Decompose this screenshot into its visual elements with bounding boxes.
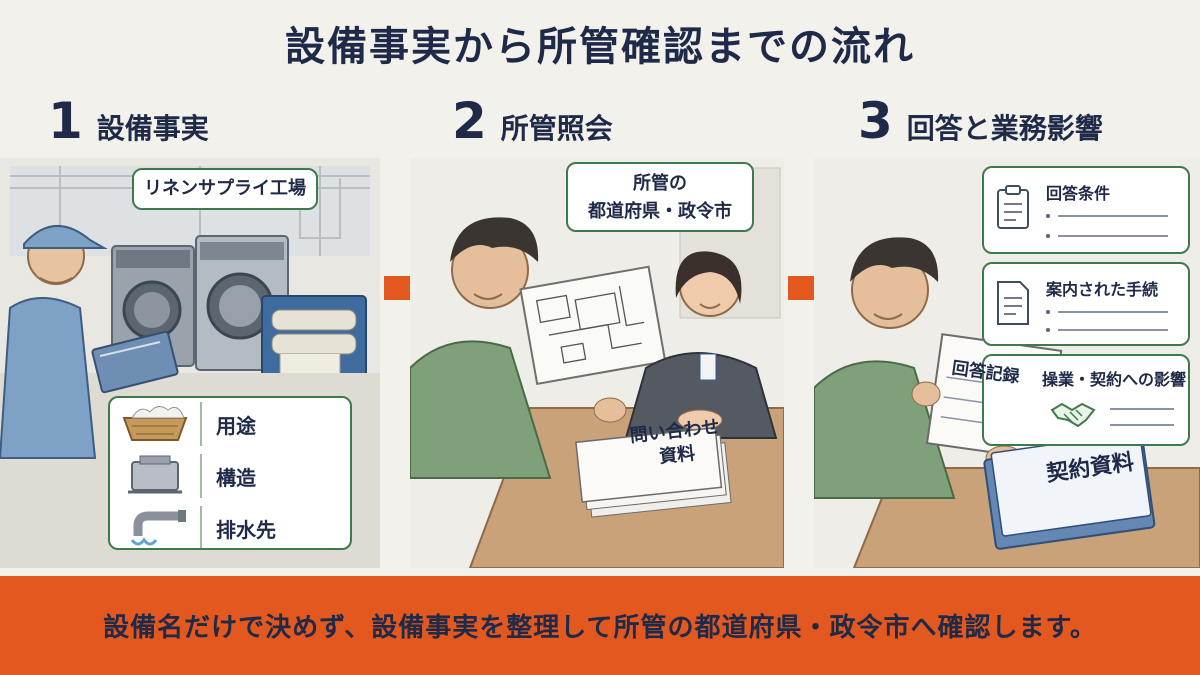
- factory-label-callout: リネンサプライ工場: [132, 168, 318, 210]
- step-1-label: 設備事実: [96, 112, 209, 145]
- step-2-header: 2 所管照会: [452, 96, 613, 147]
- answer-condition-card: 回答条件: [982, 166, 1190, 254]
- fact-row-usage: 用途: [110, 398, 350, 450]
- procedure-title: 案内された手続: [1046, 280, 1159, 299]
- step-3-panel: 回答条件 案内された手続 操業・契約への影響 回答記録 契約資料: [814, 158, 1200, 568]
- machine-box-icon: [110, 450, 200, 502]
- answer-condition-title: 回答条件: [1046, 184, 1111, 203]
- business-impact-card: 操業・契約への影響: [982, 354, 1190, 446]
- jurisdiction-line-1: 所管の: [633, 173, 687, 194]
- step-2-label: 所管照会: [500, 112, 613, 145]
- fact-label-drain: 排水先: [216, 517, 276, 542]
- fact-row-drain: 排水先: [110, 502, 350, 554]
- step-1-panel: リネンサプライ工場 用途 構造: [0, 158, 380, 568]
- summary-banner: 設備名だけで決めず、設備事実を整理して所管の都道府県・政令市へ確認します。: [0, 576, 1200, 675]
- step-2-number: 2: [452, 92, 487, 150]
- page-title: 設備事実から所管確認までの流れ: [285, 24, 915, 70]
- drain-pipe-icon: [110, 502, 200, 554]
- consultation-illustration: [410, 158, 784, 568]
- step-3-header: 3 回答と業務影響: [858, 96, 1103, 147]
- fact-label-usage: 用途: [216, 413, 256, 438]
- procedure-card: 案内された手続: [982, 262, 1190, 346]
- document-icon: [997, 281, 1029, 325]
- summary-banner-text: 設備名だけで決めず、設備事実を整理して所管の都道府県・政令市へ確認します。: [103, 613, 1097, 643]
- equipment-facts-box: 用途 構造 排水先: [108, 396, 352, 550]
- step-1-number: 1: [48, 92, 83, 150]
- step-3-label: 回答と業務影響: [906, 112, 1103, 145]
- basket-icon: [110, 398, 200, 450]
- clipboard-icon: [997, 185, 1029, 229]
- fact-label-structure: 構造: [216, 465, 256, 490]
- step-1-header: 1 設備事実: [48, 96, 209, 147]
- jurisdiction-line-2: 都道府県・政令市: [588, 201, 732, 222]
- step-2-panel: 所管の 都道府県・政令市 問い合わせ 資料: [410, 158, 784, 568]
- jurisdiction-callout: 所管の 都道府県・政令市: [566, 162, 754, 232]
- business-impact-title: 操業・契約への影響: [1042, 370, 1187, 389]
- step-3-number: 3: [858, 92, 893, 150]
- handshake-icon: [1050, 402, 1096, 428]
- fact-row-structure: 構造: [110, 450, 350, 502]
